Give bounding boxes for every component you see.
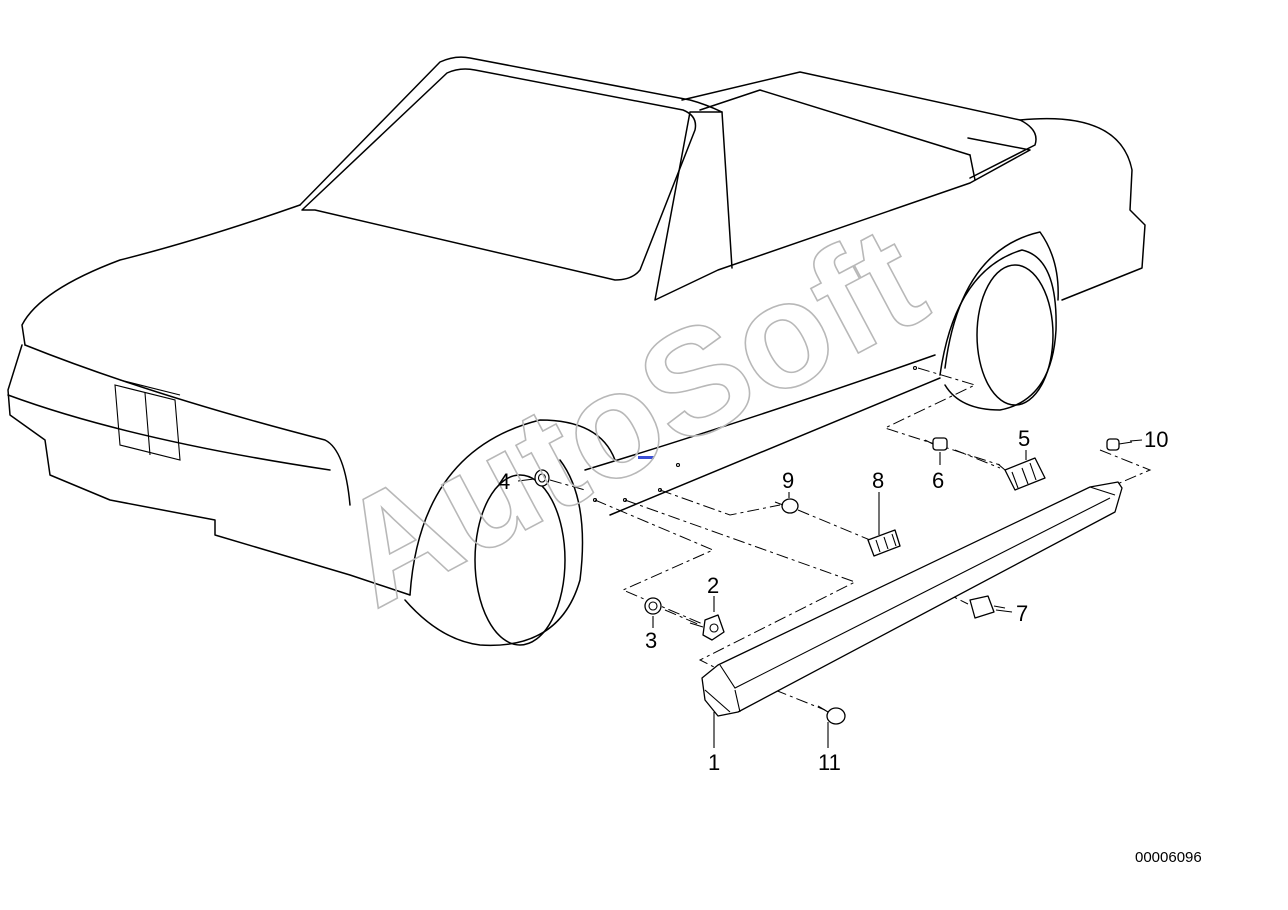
sill-trim (701, 481, 1123, 717)
screw-part-9 (774, 498, 799, 514)
callout-11: 11 (818, 750, 841, 775)
clip-part-2 (689, 614, 725, 641)
callout-labels: 1 2 3 4 5 6 7 8 9 10 11 (498, 426, 1168, 775)
grommet-part-3 (644, 597, 662, 615)
callout-5: 5 (1018, 426, 1030, 451)
clip-part-7 (969, 595, 1006, 619)
callout-6: 6 (932, 468, 944, 493)
holder-part-5 (997, 457, 1046, 491)
leader-lines (517, 439, 1143, 748)
watermark: AutoSoft (311, 193, 949, 639)
callout-9: 9 (782, 468, 794, 493)
screw-part-10 (1106, 438, 1133, 451)
holder-part-8 (867, 529, 901, 557)
marker-artifact (638, 456, 654, 459)
car-outline (7, 56, 1146, 647)
screw-part-6 (924, 437, 948, 451)
screw-part-11 (817, 705, 846, 725)
assembly-lines (549, 367, 1152, 711)
callout-7: 7 (1016, 601, 1028, 626)
callout-2: 2 (707, 573, 719, 598)
callout-8: 8 (872, 468, 884, 493)
callout-3: 3 (645, 628, 657, 653)
callout-4: 4 (498, 469, 510, 494)
callout-1: 1 (708, 750, 720, 775)
diagram-id-number: 00006096 (1135, 849, 1202, 866)
callout-10: 10 (1144, 427, 1168, 452)
grommet-part-4 (534, 469, 550, 487)
